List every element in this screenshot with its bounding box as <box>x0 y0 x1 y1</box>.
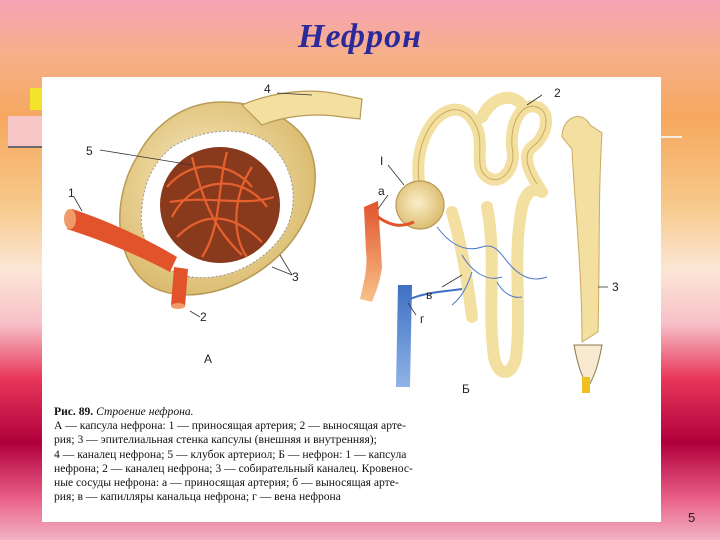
page-number: 5 <box>688 510 696 525</box>
collecting-duct <box>561 115 603 343</box>
label-ba: а <box>378 184 385 198</box>
label-b3: 3 <box>612 280 619 294</box>
caption-line-1: А — капсула нефрона: 1 — приносящая арте… <box>54 419 406 433</box>
caption-heading: Рис. 89. <box>54 405 94 418</box>
artery-a <box>360 201 382 302</box>
slide-title: Нефрон <box>298 18 422 55</box>
accent-line <box>660 136 682 138</box>
accent-pink-block <box>8 116 44 148</box>
loop-of-henle <box>446 184 548 378</box>
label-a2: 2 <box>200 310 207 324</box>
convoluted-tubule-outline <box>417 105 547 213</box>
label-a1: 1 <box>68 186 75 200</box>
capsule-tubule-neck <box>240 90 363 126</box>
section-a-leader-lines <box>73 92 313 318</box>
figure-caption: Рис. 89. Строение нефрона. А — капсула н… <box>54 405 654 504</box>
caption-line-0: Рис. 89. Строение нефрона. <box>54 405 654 419</box>
caption-line-5: ные сосуды нефрона: а — приносящая артер… <box>54 476 399 490</box>
vein-g <box>396 285 412 387</box>
caption-line-2: рия; 3 — эпителиальная стенка капсулы (в… <box>54 433 377 447</box>
glomerulus-arterioles <box>166 151 275 258</box>
label-part-b: Б <box>462 382 470 396</box>
label-part-a: А <box>204 352 212 366</box>
caption-line-3: 4 — каналец нефрона; 5 — клубок артериол… <box>54 447 407 461</box>
label-a5: 5 <box>86 144 93 158</box>
capillary-network <box>436 226 548 306</box>
label-bg: г <box>420 312 425 326</box>
afferent-artery <box>67 209 177 272</box>
label-a4: 4 <box>264 82 271 96</box>
caption-line-6: рия; в — капилляры канальца нефрона; г —… <box>54 490 341 504</box>
capsule-section-a: 4 5 1 3 2 А <box>64 82 363 366</box>
nephron-figure: 4 5 1 3 2 А <box>42 77 661 522</box>
efferent-artery <box>171 267 188 307</box>
nephron-illustration: 4 5 1 3 2 А <box>64 82 619 396</box>
caption-line-4: нефрона; 2 — каналец нефрона; 3 — собира… <box>54 461 413 475</box>
nephron-capsule <box>395 180 445 230</box>
label-bv: в <box>426 288 432 302</box>
label-b2: 2 <box>554 86 561 100</box>
label-b1: I <box>380 154 383 168</box>
section-b-leader-lines <box>377 94 608 316</box>
glomerulus <box>160 147 280 263</box>
accent-yellow-bar <box>30 88 44 110</box>
nephron-section-b: 2 I а в г 3 Б <box>360 86 619 396</box>
caption-heading-rest: Строение нефрона. <box>93 405 194 418</box>
label-a3: 3 <box>292 270 299 284</box>
